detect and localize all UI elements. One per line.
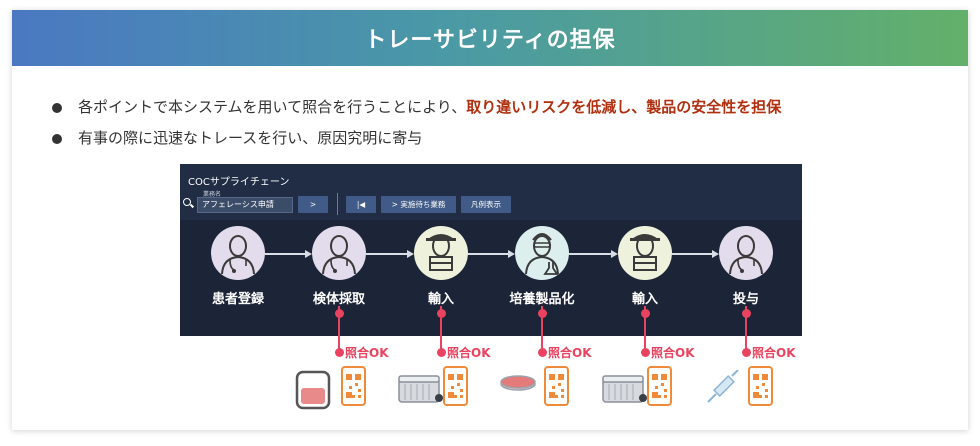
arrow-right-icon (305, 249, 312, 258)
check-dot (436, 348, 446, 357)
scientist-icon (515, 224, 569, 282)
step-label-5: 輸入 (631, 292, 658, 307)
arrow-right-icon (508, 249, 515, 258)
first-button[interactable]: |◀ (346, 196, 376, 213)
step-label-6: 投与 (732, 292, 759, 307)
flow-arrow-line (569, 253, 612, 255)
step-circle-4[interactable] (515, 226, 569, 280)
step-label-1: 患者登録 (211, 292, 264, 307)
check-connector (541, 306, 543, 352)
smartphone-qr-icon (544, 366, 569, 406)
pending-tasks-button[interactable]: > 実施待ち業務 (381, 196, 456, 213)
cooler-box-icon (397, 370, 443, 410)
smartphone-qr-icon (341, 366, 366, 406)
smartphone-qr-icon (748, 366, 773, 406)
bullet-item-2: 有事の際に迅速なトレースを行い、原因究明に寄与 (52, 123, 781, 154)
courier-icon (414, 224, 468, 282)
bullet-list: 各ポイントで本システムを用いて照合を行うことにより、取り違いリスクを低減し、製品… (52, 92, 781, 154)
syringe-icon (702, 369, 742, 410)
step-circle-6[interactable] (719, 226, 773, 280)
step-circle-2[interactable] (312, 226, 366, 280)
match-ok-label: 照合OK (447, 346, 491, 360)
step-label-2: 検体採取 (312, 292, 365, 307)
task-name-field[interactable]: アフェレーシス申請 (197, 197, 293, 213)
check-dot (741, 309, 751, 318)
check-connector (338, 306, 340, 352)
check-dot (741, 348, 751, 357)
check-dot (537, 348, 547, 357)
arrow-right-icon (712, 249, 719, 258)
legend-button[interactable]: 凡例表示 (461, 196, 511, 213)
smartphone-qr-icon (647, 366, 672, 406)
arrow-right-icon (611, 249, 618, 258)
bullet-1-text: 各ポイントで本システムを用いて照合を行うことにより、 (78, 98, 467, 116)
check-dot (640, 348, 650, 357)
cooler-box-icon (601, 370, 647, 410)
next-button[interactable]: > (298, 196, 328, 213)
app-title: COCサプライチェーン (188, 177, 290, 188)
check-dot (334, 348, 344, 357)
petri-dish-icon (498, 370, 538, 398)
page-title: トレーサビリティの担保 (364, 28, 616, 53)
bullet-1-highlight: 取り違いリスクを低減し、製品の安全性を担保 (466, 98, 782, 116)
step-label-4: 培養製品化 (509, 292, 575, 307)
check-dot (334, 309, 344, 318)
match-ok-label: 照合OK (345, 346, 389, 360)
match-ok-label: 照合OK (651, 346, 695, 360)
smartphone-qr-icon (443, 366, 468, 406)
check-connector (644, 306, 646, 352)
doctor-icon (719, 224, 773, 282)
step-circle-5[interactable] (618, 226, 672, 280)
step-circle-3[interactable] (414, 226, 468, 280)
check-connector (440, 306, 442, 352)
flow-arrow-line (366, 253, 408, 255)
doctor-icon (312, 224, 366, 282)
match-ok-label: 照合OK (752, 346, 796, 360)
check-connector (745, 306, 747, 352)
blood-bag-icon (295, 370, 331, 414)
app-toolbar: COCサプライチェーン 業務名 アフェレーシス申請 > |◀ > 実施待ち業務 … (180, 164, 802, 220)
check-dot (436, 309, 446, 318)
bullet-item-1: 各ポイントで本システムを用いて照合を行うことにより、取り違いリスクを低減し、製品… (52, 92, 781, 123)
step-label-3: 輸入 (427, 292, 454, 307)
step-circle-1[interactable] (211, 226, 265, 280)
title-bar: トレーサビリティの担保 (12, 10, 968, 66)
coc-app-window: COCサプライチェーン 業務名 アフェレーシス申請 > |◀ > 実施待ち業務 … (180, 164, 802, 336)
courier-icon (618, 224, 672, 282)
flow-arrow-line (265, 253, 306, 255)
bullet-2-text: 有事の際に迅速なトレースを行い、原因究明に寄与 (78, 129, 423, 147)
field-label: 業務名 (203, 191, 222, 198)
toolbar-divider (337, 193, 338, 215)
match-ok-label: 照合OK (548, 346, 592, 360)
check-dot (640, 309, 650, 318)
doctor-icon (211, 224, 265, 282)
check-dot (537, 309, 547, 318)
search-icon[interactable] (183, 198, 195, 209)
flow-arrow-line (468, 253, 509, 255)
flow-arrow-line (672, 253, 713, 255)
slide-card: トレーサビリティの担保 各ポイントで本システムを用いて照合を行うことにより、取り… (12, 10, 968, 430)
arrow-right-icon (407, 249, 414, 258)
